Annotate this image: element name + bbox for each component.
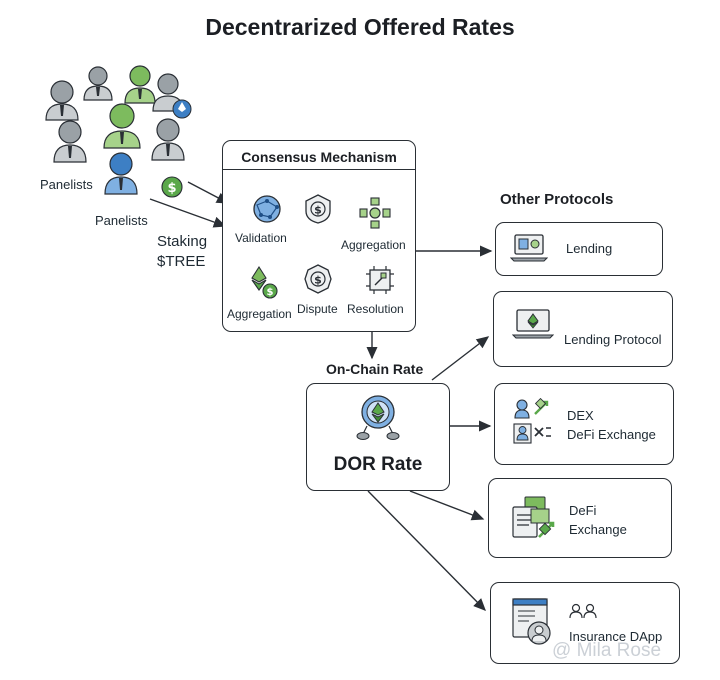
consensus-item-label-dispute: Dispute: [297, 302, 338, 316]
consensus-item-label-aggregation: Aggregation: [341, 238, 406, 252]
onchain-rate-label: On-Chain Rate: [326, 361, 424, 377]
protocol-card-defi-exchange: DeFi Exchange: [488, 478, 672, 558]
protocol-label-defi: DeFi: [569, 503, 597, 518]
protocol-label-lending-protocol: Lending Protocol: [564, 332, 662, 347]
panelist-person: [83, 66, 113, 101]
globe-network-icon: [251, 193, 283, 230]
protocol-card-lending-protocol: Lending Protocol: [493, 291, 673, 367]
svg-text:$: $: [167, 181, 176, 196]
protocol-card-dex: DEX DeFi Exchange: [494, 383, 674, 465]
aggregation-nodes-icon: [359, 197, 391, 234]
svg-text:$: $: [314, 204, 322, 217]
watermark-text: @ Mila Rose: [552, 640, 662, 661]
svg-text:$: $: [267, 287, 274, 298]
consensus-item-label-validation: Validation: [235, 231, 287, 245]
staking-label: Staking: [157, 233, 208, 250]
dispute-dollar-icon: $: [303, 263, 333, 300]
dor-rate-label: DOR Rate: [333, 454, 423, 475]
panelists-label-2: Panelists: [95, 213, 148, 228]
protocol-sublabel-defi: Exchange: [569, 522, 627, 537]
consensus-item-label-aggregation-2: Aggregation: [227, 307, 292, 321]
panelists-label-1: Panelists: [40, 177, 93, 192]
resolution-icon: [365, 265, 395, 300]
arrow-panelists-to-consensus: [187, 181, 230, 204]
consensus-mechanism-box: Consensus Mechanism $ Validation Aggrega…: [222, 140, 416, 332]
panelist-person: [124, 65, 156, 104]
consensus-divider: [223, 169, 415, 170]
consensus-item-label-resolution: Resolution: [347, 302, 404, 316]
panelist-person: [104, 152, 138, 195]
diagram-title: Decentrarized Offered Rates: [205, 14, 515, 40]
arrow-dor-to-insurance: [367, 490, 486, 611]
protocol-label-insurance: Insurance DApp: [569, 629, 663, 644]
staking-token-label: $TREE: [157, 253, 206, 270]
laptop-lending-icon: [509, 232, 549, 269]
protocol-label-lending: Lending: [566, 241, 613, 256]
ethereum-coin-icon: $: [247, 265, 279, 304]
arrow-dor-to-defi-exchange: [409, 490, 485, 521]
panelist-person: [151, 118, 185, 161]
dor-rate-box: DOR Rate: [306, 383, 450, 491]
users-icon: [569, 603, 599, 624]
protocol-sublabel-dex: DeFi Exchange: [567, 427, 656, 442]
protocol-label-dex: DEX: [567, 408, 594, 423]
other-protocols-title: Other Protocols: [500, 191, 614, 208]
panelist-person: [103, 103, 141, 149]
svg-text:$: $: [314, 274, 322, 287]
dex-exchange-icon: [513, 397, 553, 451]
protocol-card-lending: Lending: [495, 222, 663, 276]
laptop-ethereum-icon: [511, 307, 555, 346]
defi-document-icon: [511, 495, 559, 546]
panelist-person: [53, 120, 87, 163]
arrow-staking-to-consensus: [149, 198, 227, 228]
ethereum-network-icon: [355, 392, 401, 447]
dollar-coin-icon: $: [161, 176, 183, 198]
consensus-title: Consensus Mechanism: [241, 149, 397, 165]
insurance-dapp-icon: [511, 595, 551, 652]
protocol-card-insurance-dapp: Insurance DApp: [490, 582, 680, 664]
arrow-dor-to-lending-protocol: [431, 336, 490, 381]
dollar-shield-icon: $: [303, 193, 333, 230]
panelist-person: [45, 80, 79, 121]
